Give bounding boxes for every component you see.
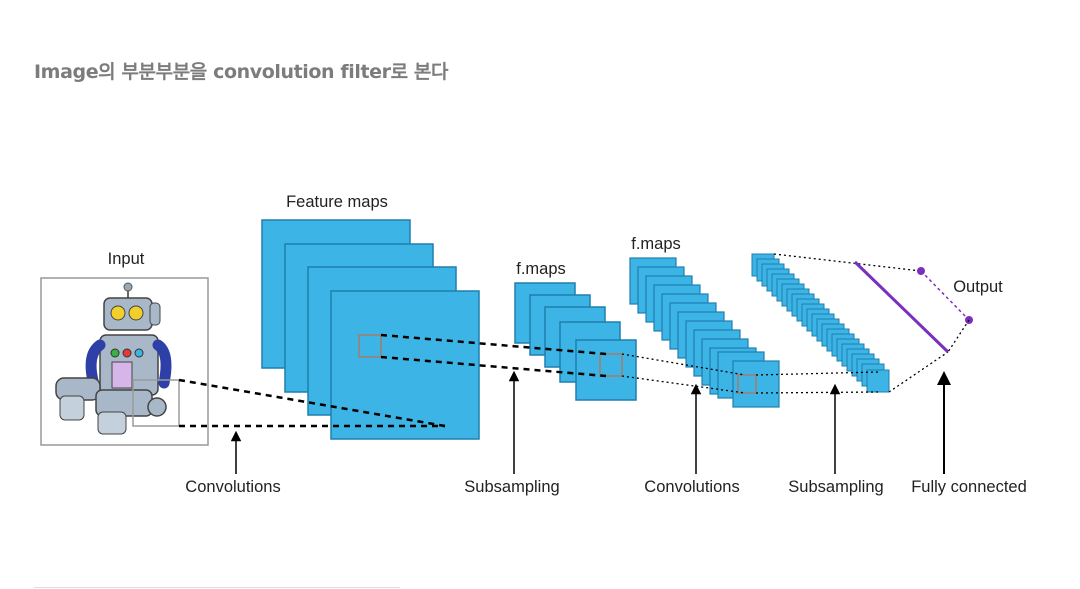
fmaps-2-label: f.maps [631, 235, 681, 253]
fmaps-2-window [737, 374, 757, 394]
output-label: Output [953, 278, 1003, 296]
fmaps-1-label: f.maps [516, 260, 566, 278]
stage-label-subsampling-2: Subsampling [788, 478, 883, 496]
input-image [40, 277, 209, 446]
feature-maps-label: Feature maps [286, 193, 388, 211]
stage-label-convolutions-2: Convolutions [644, 478, 739, 496]
feature-map-window [358, 334, 382, 358]
connector-lines [178, 253, 949, 428]
fmaps-stack-1 [514, 282, 637, 401]
output-node [917, 267, 925, 275]
fmaps-1-window [599, 353, 623, 377]
stage-arrows [230, 370, 951, 474]
input-receptive-field [132, 379, 180, 427]
stage-label-convolutions-1: Convolutions [185, 478, 280, 496]
robot-icon [55, 282, 172, 435]
fully-connected-layer [853, 260, 973, 354]
stage-label-subsampling-1: Subsampling [464, 478, 559, 496]
input-label: Input [108, 250, 145, 268]
slide-heading: Image의 부분부분을 convolution filter로 본다 [34, 61, 449, 83]
footer-divider [34, 587, 400, 588]
subsampled-stack [751, 253, 890, 393]
stage-label-fully-connected: Fully connected [911, 478, 1027, 496]
feature-maps-stack [261, 219, 480, 440]
